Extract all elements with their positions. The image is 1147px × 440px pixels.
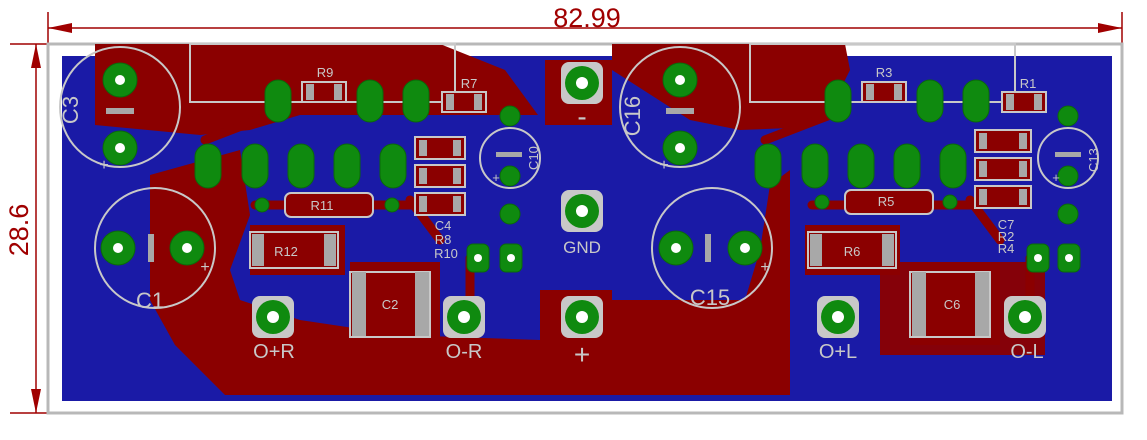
label-r1: R1 — [1020, 76, 1037, 91]
label-o-minus-l: O-L — [1010, 341, 1043, 363]
terminal-pads — [252, 62, 1046, 338]
terminal-o-plus-l — [817, 296, 859, 338]
label-plus-c13: + — [1052, 170, 1060, 185]
label-gnd: GND — [563, 238, 601, 257]
label-r6: R6 — [844, 244, 861, 259]
label-c3: C3 — [58, 96, 83, 124]
label-minus: - — [577, 101, 586, 132]
label-o-plus-l: O+L — [819, 341, 857, 363]
label-plus-c15: + — [760, 259, 769, 276]
label-r7: R7 — [461, 76, 478, 91]
label-r11: R11 — [311, 198, 334, 213]
label-c13: C13 — [1086, 148, 1101, 172]
label-plus-c1: + — [200, 259, 209, 276]
terminal-o-minus-l — [1004, 296, 1046, 338]
label-c4: C4 — [435, 218, 452, 233]
label-plus-c3: + — [99, 157, 108, 174]
label-plus: + — [574, 339, 590, 370]
label-c15: C15 — [690, 285, 730, 310]
terminal-minus — [561, 62, 603, 104]
label-c2: C2 — [382, 297, 399, 312]
terminal-plus — [561, 296, 603, 338]
label-r4: R4 — [998, 241, 1015, 256]
label-c6: C6 — [944, 297, 961, 312]
width-dimension — [47, 12, 1123, 44]
label-r2: R2 — [998, 229, 1015, 244]
label-r5: R5 — [878, 194, 895, 209]
label-plus-c16: + — [659, 157, 668, 174]
label-c16: C16 — [620, 96, 645, 136]
width-dimension-label: 82.99 — [553, 3, 621, 33]
silkscreen-labels: C3 C16 C1 C15 C2 C6 C10 C13 R9 R7 R3 R1 … — [58, 65, 1101, 370]
label-r8: R8 — [435, 232, 452, 247]
label-o-plus-r: O+R — [253, 341, 295, 363]
label-c10: C10 — [526, 146, 541, 170]
terminal-o-plus-r — [252, 296, 294, 338]
label-o-minus-r: O-R — [446, 341, 483, 363]
smd-parts — [106, 81, 1081, 336]
height-dimension-label: 28.6 — [4, 204, 34, 257]
height-dimension — [10, 43, 60, 414]
label-c7: C7 — [998, 217, 1015, 232]
pads — [100, 62, 1081, 273]
label-c1: C1 — [136, 288, 164, 313]
label-plus-c10: + — [492, 170, 500, 185]
label-r10: R10 — [434, 246, 458, 261]
pad-holes — [113, 75, 1073, 262]
label-r3: R3 — [876, 65, 893, 80]
terminal-gnd — [561, 190, 603, 232]
terminal-o-minus-r — [443, 296, 485, 338]
label-r9: R9 — [317, 65, 334, 80]
label-r12: R12 — [274, 244, 298, 259]
